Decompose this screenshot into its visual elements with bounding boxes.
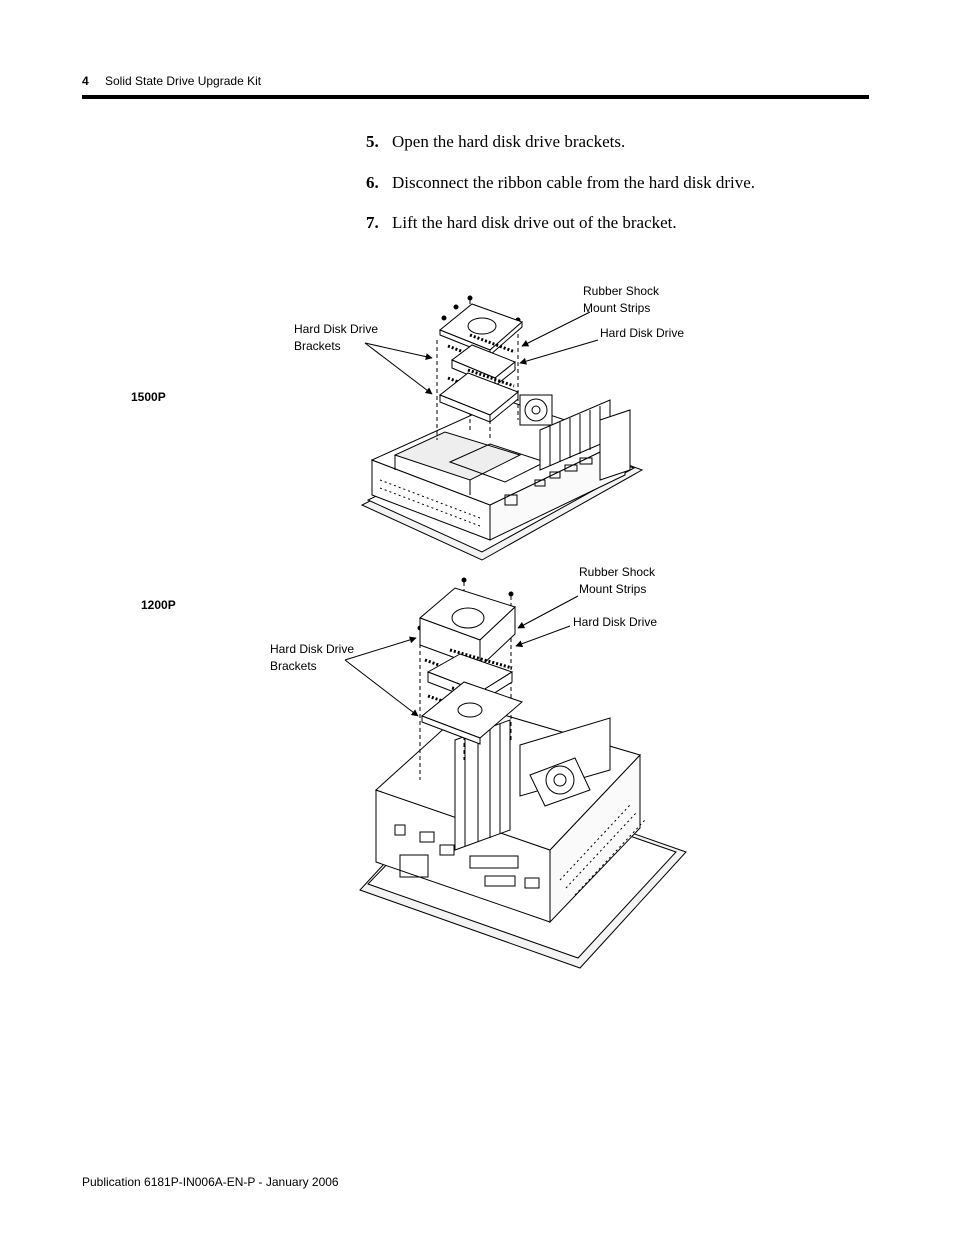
step-number: 7. <box>366 213 379 232</box>
step-item: 7. Lift the hard disk drive out of the b… <box>366 213 866 254</box>
step-item: 5. Open the hard disk drive brackets. <box>366 132 866 173</box>
running-header: 4 Solid State Drive Upgrade Kit <box>82 74 872 90</box>
brackets-label-1500p: Hard Disk Drive Brackets <box>294 321 378 355</box>
publication-footer: Publication 6181P-IN006A-EN-P - January … <box>82 1175 339 1189</box>
hdd-label-1200p: Hard Disk Drive <box>573 615 658 629</box>
step-list: 5. Open the hard disk drive brackets. 6.… <box>366 132 866 254</box>
diagram-1200p <box>359 577 687 969</box>
step-text: Lift the hard disk drive out of the brac… <box>392 213 677 232</box>
label-line: Mount Strips <box>579 582 647 596</box>
hdd-label-1500p: Hard Disk Drive <box>600 326 685 340</box>
label-line: Hard Disk Drive <box>270 642 355 656</box>
page-number: 4 <box>82 74 89 88</box>
label-line: Hard Disk Drive <box>294 322 379 336</box>
diagram-1500p <box>360 295 644 561</box>
header-title: Solid State Drive Upgrade Kit <box>105 74 262 88</box>
model-label-1500p: 1500P <box>131 390 166 404</box>
label-line: Rubber Shock <box>579 565 656 579</box>
step-text: Disconnect the ribbon cable from the har… <box>392 172 756 192</box>
label-line: Rubber Shock <box>583 284 660 298</box>
step-item: 6. Disconnect the ribbon cable from the … <box>366 173 866 214</box>
step-text: Open the hard disk drive brackets. <box>392 132 626 151</box>
label-line: Brackets <box>294 339 341 353</box>
callout-arrows-1500p <box>364 311 599 395</box>
brackets-label-1200p: Hard Disk Drive Brackets <box>270 641 354 675</box>
rubber-strips-label-1200p: Rubber Shock Mount Strips <box>579 564 655 598</box>
callout-arrows-1200p <box>344 595 579 717</box>
rubber-strips-label-1500p: Rubber Shock Mount Strips <box>583 283 659 317</box>
label-line: Mount Strips <box>583 301 651 315</box>
model-label-1200p: 1200P <box>141 598 176 612</box>
header-rule <box>82 95 869 99</box>
step-number: 6. <box>366 172 379 192</box>
label-line: Brackets <box>270 659 317 673</box>
step-number: 5. <box>366 132 379 151</box>
